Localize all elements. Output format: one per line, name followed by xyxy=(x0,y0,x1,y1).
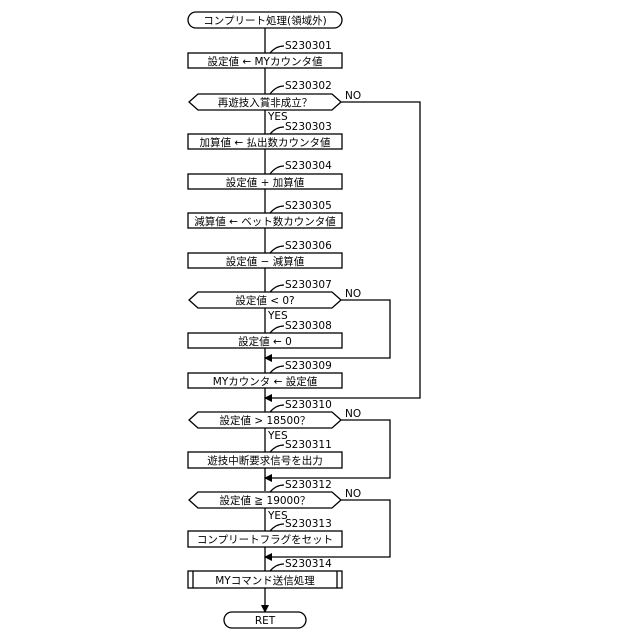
leader-line xyxy=(270,86,284,94)
step-id: S230302 xyxy=(285,80,332,92)
process-text: 設定値 − 減算値 xyxy=(226,255,305,268)
leader-line xyxy=(270,445,284,452)
step-s230302: S230302 再遊技入賞非成立？ NO YES xyxy=(189,80,361,123)
leader-line xyxy=(270,326,284,333)
step-id: S230301 xyxy=(285,40,332,52)
step-id: S230304 xyxy=(285,160,332,172)
process-text: コンプリートフラグをセット xyxy=(197,533,333,546)
decision-text: 設定値 < 0? xyxy=(235,294,294,307)
step-id: S230306 xyxy=(285,240,332,252)
end-label: RET xyxy=(255,615,276,627)
leader-line xyxy=(270,246,284,253)
process-text: 設定値 + 加算値 xyxy=(226,176,305,189)
no-label: NO xyxy=(345,488,361,500)
step-id: S230311 xyxy=(285,439,332,451)
leader-line xyxy=(270,46,284,53)
step-id: S230307 xyxy=(285,279,332,291)
start-label: コンプリート処理(領域外) xyxy=(203,14,326,27)
process-text: 遊技中断要求信号を出力 xyxy=(207,454,323,467)
leader-line xyxy=(270,564,284,571)
no-label: NO xyxy=(345,90,361,102)
leader-line xyxy=(270,285,284,292)
step-id: S230310 xyxy=(285,399,332,411)
process-text: MYカウンタ ← 設定値 xyxy=(213,375,318,388)
process-text: 加算値 ← 払出数カウンタ値 xyxy=(200,136,331,149)
step-id: S230314 xyxy=(285,558,332,570)
leader-line xyxy=(270,127,284,134)
leader-line xyxy=(270,524,284,531)
decision-text: 設定値 ≧ 19000？ xyxy=(220,494,311,507)
step-s230307: S230307 設定値 < 0? NO YES xyxy=(189,279,361,322)
leader-line xyxy=(270,485,284,492)
no-label: NO xyxy=(345,288,361,300)
process-text: 設定値 ← 0 xyxy=(238,335,292,348)
no-label: NO xyxy=(345,408,361,420)
step-id: S230313 xyxy=(285,518,332,530)
leader-line xyxy=(270,405,284,412)
step-id: S230308 xyxy=(285,320,332,332)
process-text: 減算値 ← ベット数カウンタ値 xyxy=(194,215,336,228)
step-s230312: S230312 設定値 ≧ 19000？ NO YES xyxy=(189,479,361,522)
decision-text: 設定値 > 18500？ xyxy=(220,414,311,427)
process-text: 設定値 ← MYカウンタ値 xyxy=(208,55,323,68)
step-id: S230303 xyxy=(285,121,332,133)
step-s230310: S230310 設定値 > 18500？ NO YES xyxy=(189,399,361,442)
step-id: S230312 xyxy=(285,479,332,491)
subroutine-text: MYコマンド送信処理 xyxy=(215,574,315,587)
start-terminal: コンプリート処理(領域外) xyxy=(188,12,342,28)
decision-text: 再遊技入賞非成立？ xyxy=(218,96,313,109)
end-terminal: RET xyxy=(224,612,306,628)
leader-line xyxy=(270,166,284,174)
leader-line xyxy=(270,206,284,213)
step-id: S230305 xyxy=(285,200,332,212)
leader-line xyxy=(270,366,284,373)
step-id: S230309 xyxy=(285,360,332,372)
